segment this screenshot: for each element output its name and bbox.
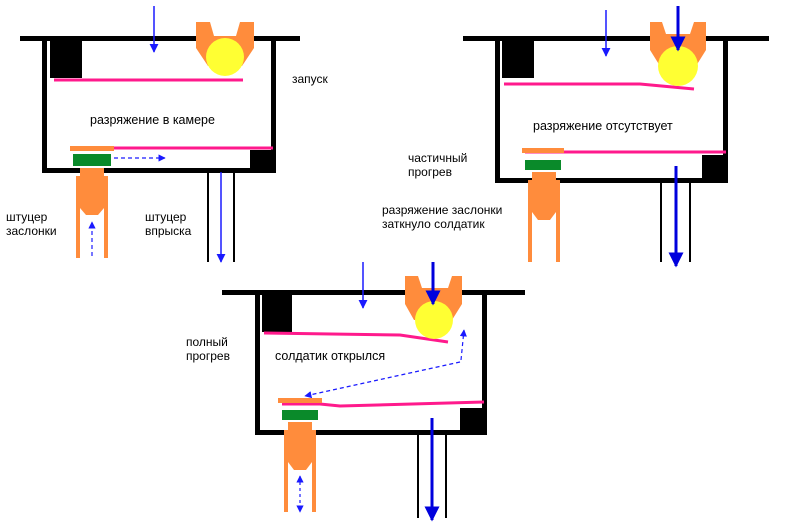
chamber-right-wall [271, 38, 276, 173]
label-shtucer-vpryska-line1: штуцер [145, 210, 187, 224]
top-plate [463, 36, 769, 41]
label-chastichnyi-line1: частичный [408, 151, 468, 165]
label-polnyi-line2: прогрев [186, 349, 230, 363]
piston-head [278, 398, 322, 403]
label-polnyi-line1: полный [186, 335, 228, 349]
piston-body [288, 422, 312, 470]
label-zatknulo-line2: заткнуло солдатик [382, 217, 485, 231]
chamber-bottom [495, 178, 728, 183]
chamber-right-wall [482, 292, 487, 435]
chamber-block [502, 38, 534, 78]
piston-head [70, 146, 114, 151]
label-zapusk: запуск [292, 72, 328, 86]
top-plate [222, 290, 525, 295]
label-zatknulo-line1: разряжение заслонки [382, 203, 503, 217]
membrane-top [263, 331, 449, 344]
chamber-block [250, 150, 274, 172]
chamber-left-wall [42, 38, 47, 173]
chamber-bottom [42, 168, 276, 173]
label-chastichnyi-line2: прогрев [408, 165, 452, 179]
piston-body [532, 172, 556, 220]
label-soldatik-otkrylsya: солдатик открылся [275, 349, 386, 363]
piston-body [80, 168, 104, 215]
chamber-block [50, 38, 82, 78]
chamber-block [262, 292, 292, 332]
top-plate [20, 36, 300, 41]
label-shtucer-zaslonki-line1: штуцер [6, 210, 48, 224]
membrane-bottom [282, 400, 485, 408]
chamber-right-wall [723, 38, 728, 183]
membrane-top [504, 82, 695, 91]
piston-seal [73, 154, 111, 166]
stage-start-diagram [20, 6, 300, 263]
flow-arrow [459, 329, 467, 361]
chamber-block [460, 408, 484, 432]
stage-partial-warmup-diagram [463, 6, 769, 268]
stage-full-warmup-diagram [222, 262, 525, 522]
label-shtucer-zaslonki-line2: заслонки [6, 224, 57, 238]
label-razr-v-kamere: разряжение в камере [90, 113, 215, 127]
label-razr-otsutstvuet: разряжение отсутствует [533, 119, 673, 133]
chamber-left-wall [255, 292, 260, 435]
piston-head [522, 148, 564, 153]
chamber-left-wall [495, 38, 500, 183]
piston-seal [525, 160, 561, 170]
chamber-bottom [255, 430, 487, 435]
valve-ball [658, 46, 698, 86]
flow-arrow [304, 361, 461, 399]
label-shtucer-vpryska-line2: впрыска [145, 224, 192, 238]
valve-ball [206, 38, 244, 76]
chamber-block [702, 155, 726, 179]
valve-ball [415, 301, 453, 339]
piston-seal [282, 410, 318, 420]
